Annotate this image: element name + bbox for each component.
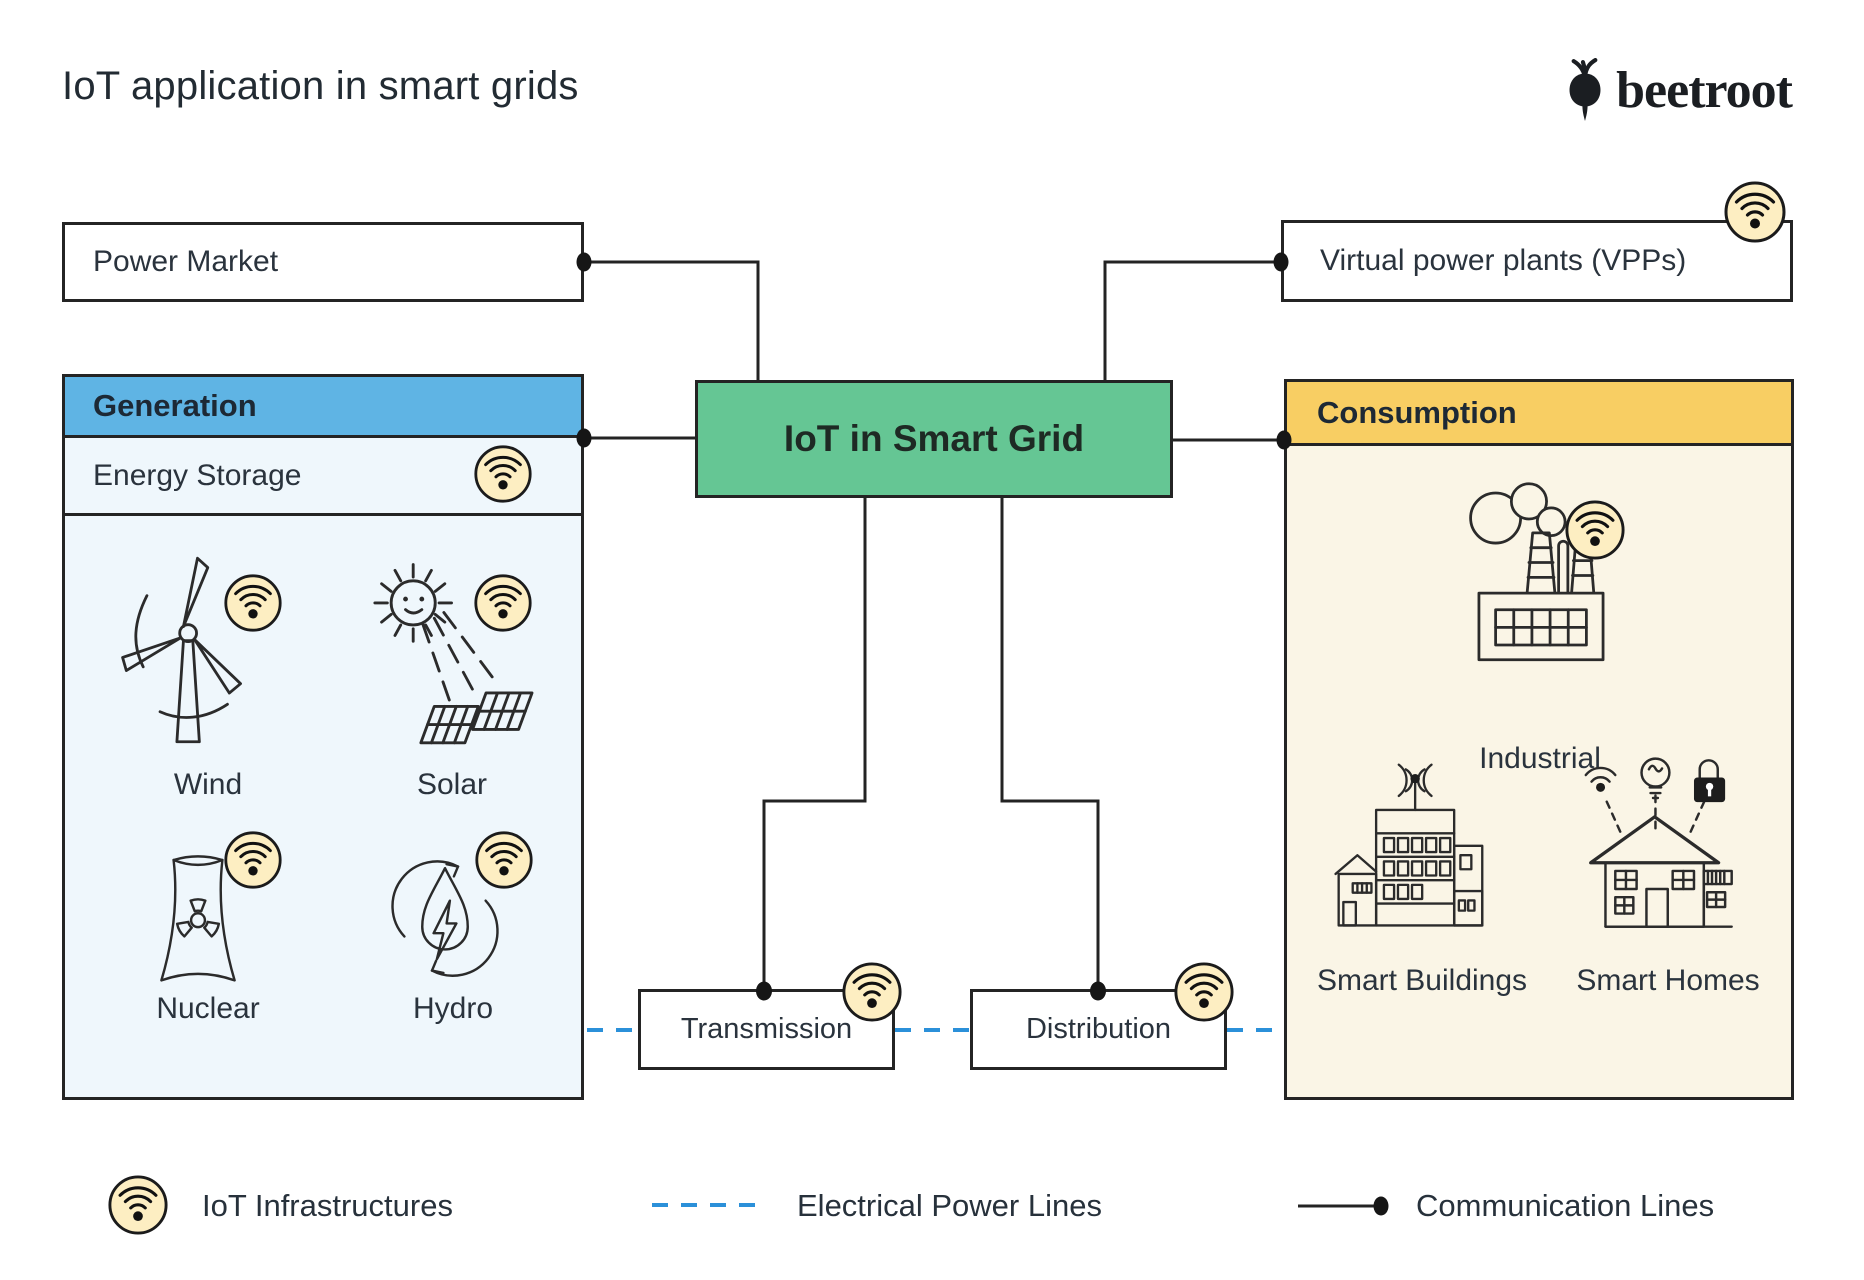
nuclear-cooling-tower-icon bbox=[160, 855, 236, 982]
vpps-wifi-icon bbox=[1723, 180, 1787, 244]
transmission-label: Transmission bbox=[680, 1013, 853, 1045]
consumption-header: Consumption bbox=[1287, 382, 1791, 446]
beetroot-logo: beetroot bbox=[1564, 58, 1793, 122]
legend-wifi-icon bbox=[107, 1174, 169, 1236]
legend-communication-lines-label: Communication Lines bbox=[1416, 1188, 1715, 1223]
power-market-label: Power Market bbox=[93, 245, 279, 278]
wind-turbine-icon bbox=[121, 556, 242, 744]
vpps-label: Virtual power plants (VPPs) bbox=[1320, 244, 1687, 277]
distribution-label: Distribution bbox=[1025, 1013, 1172, 1045]
nuclear-label: Nuclear bbox=[156, 992, 260, 1025]
nuclear-wifi-icon bbox=[223, 830, 283, 890]
consumption-panel: Consumption Industrial bbox=[1284, 379, 1794, 1100]
generation-title: Generation bbox=[93, 388, 257, 423]
smart-homes-label: Smart Homes bbox=[1576, 964, 1760, 997]
solar-wifi-icon bbox=[473, 573, 533, 633]
page-title: IoT application in smart grids bbox=[62, 64, 579, 108]
energy-storage-wifi-icon bbox=[473, 444, 533, 504]
industrial-label: Industrial bbox=[1479, 742, 1601, 775]
smart-buildings-label: Smart Buildings bbox=[1316, 964, 1528, 997]
hydro-wifi-icon bbox=[474, 830, 534, 890]
hydro-label: Hydro bbox=[412, 992, 494, 1025]
consumption-title: Consumption bbox=[1317, 394, 1517, 430]
sun-and-solar-panels-icon bbox=[373, 563, 534, 745]
industrial-wifi-icon bbox=[1564, 499, 1626, 561]
hub-label: IoT in Smart Grid bbox=[783, 418, 1085, 459]
building-antenna-icon bbox=[1334, 763, 1484, 927]
generation-header: Generation bbox=[65, 377, 581, 438]
hydro-drop-cycle-icon bbox=[391, 860, 499, 977]
iot-smart-grid-hub-node: IoT in Smart Grid bbox=[695, 380, 1173, 498]
beetroot-wordmark: beetroot bbox=[1616, 61, 1793, 119]
legend-iot-label: IoT Infrastructures bbox=[202, 1188, 453, 1223]
beet-icon bbox=[1569, 58, 1601, 121]
smart-house-icon bbox=[1584, 757, 1733, 928]
energy-storage-row: Energy Storage bbox=[65, 438, 581, 516]
virtual-power-plants-node: Virtual power plants (VPPs) bbox=[1281, 220, 1793, 302]
legend-power-lines-label: Electrical Power Lines bbox=[797, 1188, 1102, 1223]
power-market-node: Power Market bbox=[62, 222, 584, 302]
energy-storage-label: Energy Storage bbox=[93, 458, 302, 492]
solar-label: Solar bbox=[416, 768, 488, 801]
wind-label: Wind bbox=[173, 768, 243, 801]
distribution-wifi-icon bbox=[1173, 961, 1235, 1023]
wind-wifi-icon bbox=[223, 573, 283, 633]
transmission-wifi-icon bbox=[841, 961, 903, 1023]
